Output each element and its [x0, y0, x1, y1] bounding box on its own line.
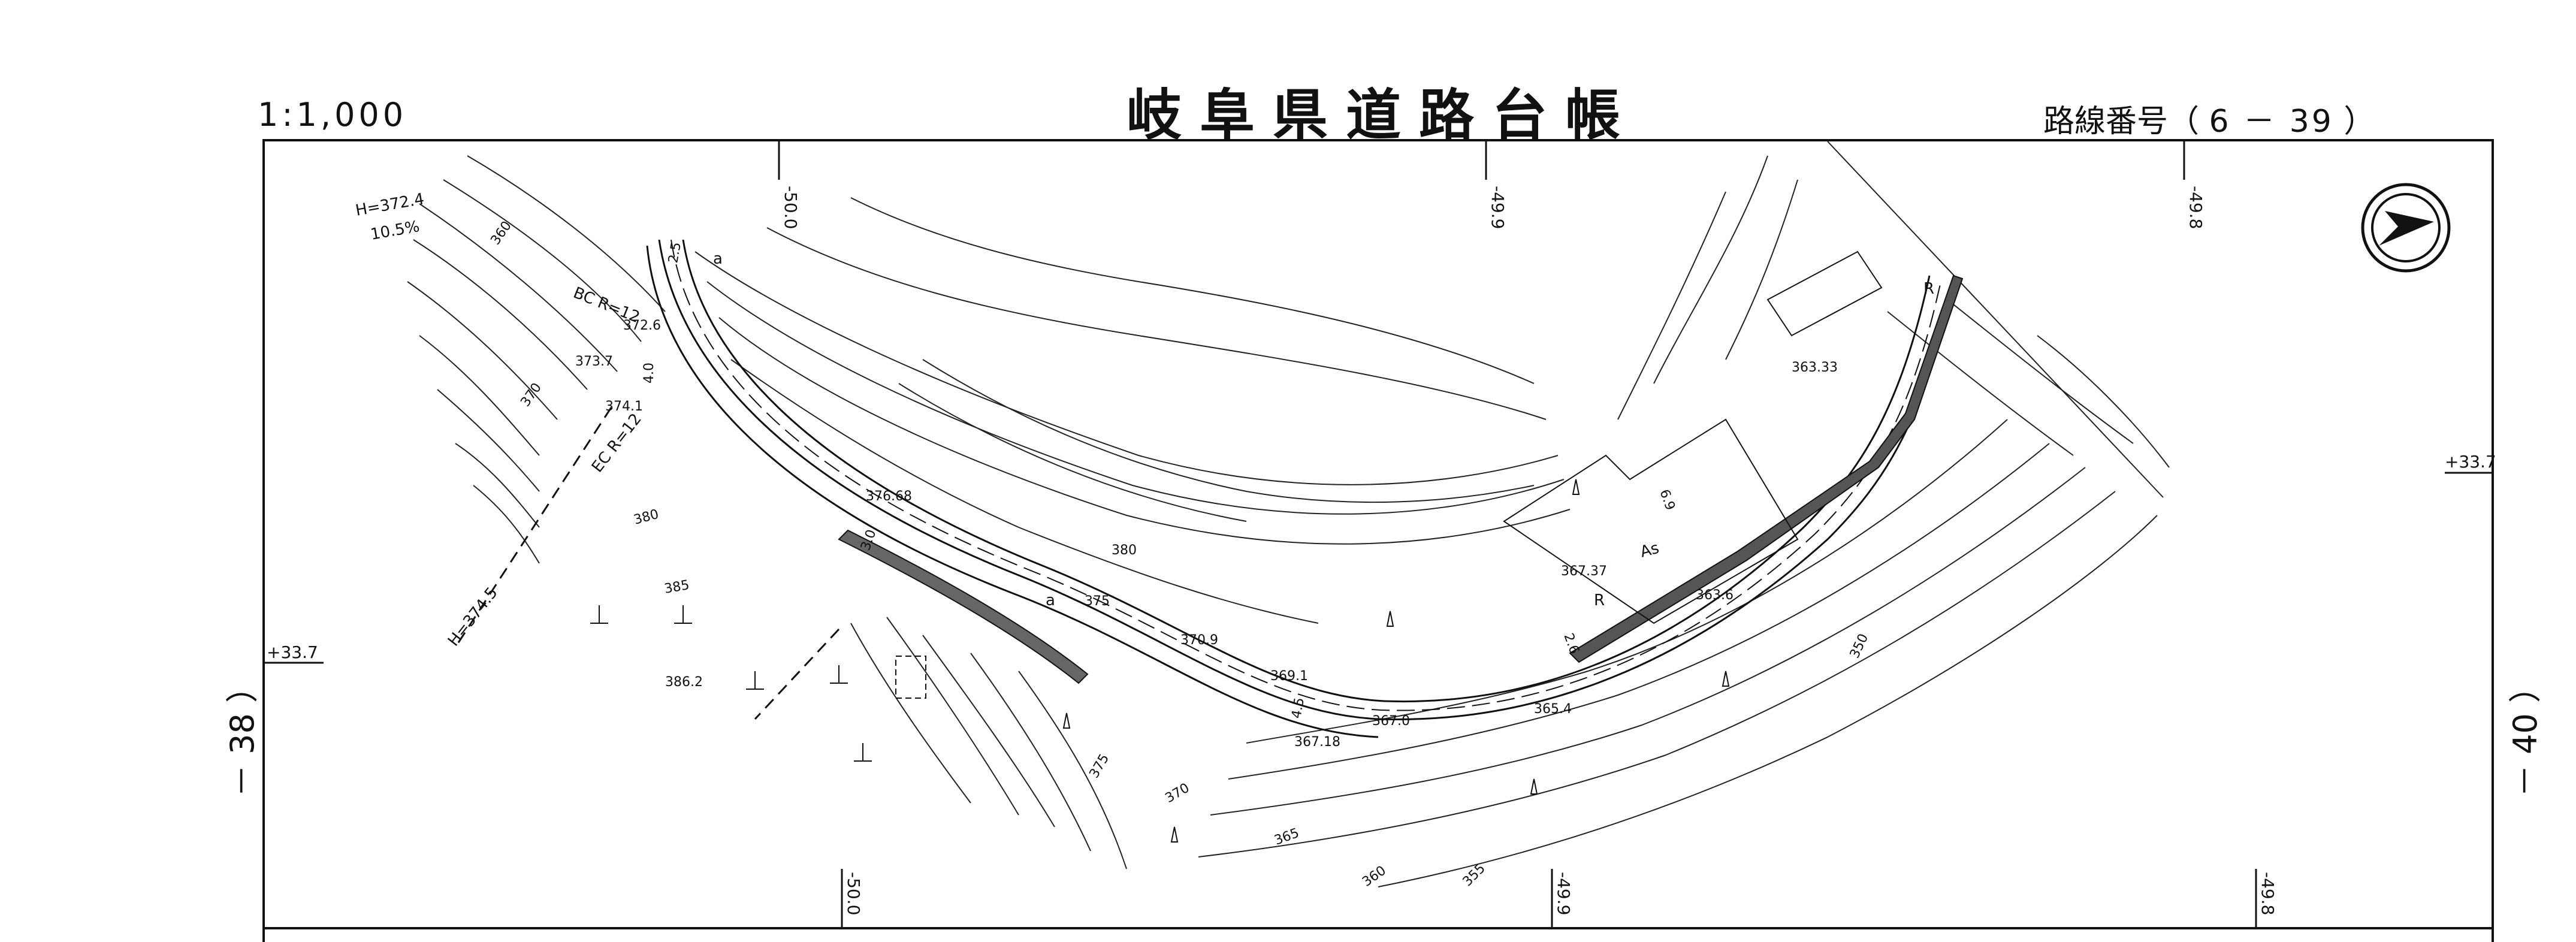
elevation-label: 369.1: [1270, 669, 1308, 684]
road-mark-r-2: R: [1923, 280, 1934, 298]
contour-label: 375: [1085, 594, 1110, 609]
contour-label: 370: [518, 381, 545, 410]
grid-label-top-1: -50.0: [781, 186, 801, 229]
grid-label-top-3: -49.8: [2186, 186, 2206, 229]
map-scale: 1:1,000: [258, 96, 407, 134]
contour-label: 380: [1112, 543, 1137, 558]
road-centerline: [671, 239, 1942, 711]
elevation-label: 363.6: [1696, 588, 1734, 603]
road-width-f: 4.5: [1289, 696, 1307, 720]
contour-lines-hill: [694, 197, 1571, 624]
height-label-lower: H=374.5: [445, 584, 502, 650]
elevation-label: 386.2: [665, 675, 703, 690]
road-mark-a: a: [713, 250, 723, 268]
elevation-label: 367.18: [1294, 735, 1340, 750]
grid-label-bottom-2: -49.9: [1554, 872, 1574, 915]
height-label-upper: H=372.4: [354, 190, 425, 220]
road-mark-r: R: [1594, 591, 1605, 609]
elevation-label: 373.7: [575, 354, 613, 369]
escarpment-lines: [1617, 141, 2164, 498]
route-close: ）: [2344, 104, 2375, 140]
grid-label-left: +33.7: [267, 642, 318, 662]
road-corridor: [646, 239, 1955, 738]
retaining-wall-right: [1569, 274, 1964, 663]
retaining-wall-left: [838, 529, 1089, 684]
elevation-label: 372.6: [623, 318, 661, 333]
pavement-label: As: [1638, 539, 1661, 561]
grid-ticks: [264, 140, 2493, 928]
elevation-label: 367.0: [1372, 714, 1410, 729]
vegetation-marks: [590, 479, 1730, 843]
building-outlines: [895, 250, 1883, 699]
route-number-value: 6 － 39: [2209, 104, 2334, 140]
contour-label: 370: [1163, 781, 1192, 807]
route-label: 路線番号（: [2043, 104, 2200, 140]
contour-label: 375: [1087, 751, 1113, 781]
grid-label-bottom-3: -49.8: [2258, 872, 2278, 915]
contour-label: 365: [1273, 826, 1301, 849]
boundary-lines: [454, 407, 840, 720]
contour-label: 355: [1460, 861, 1488, 889]
ec-curve-label: EC R=12: [588, 410, 645, 476]
elevation-label: 376.68: [866, 489, 912, 504]
road-width-d: 6.9: [1656, 488, 1677, 512]
contour-label: 385: [663, 578, 691, 597]
contour-lines-upper: [407, 155, 666, 564]
elevation-label: 374.1: [605, 399, 643, 414]
elevation-label: 365.4: [1534, 702, 1572, 717]
map-frame: [262, 139, 2494, 929]
north-arrow-icon: [2361, 183, 2451, 273]
grid-label-bottom-1: -50.0: [844, 872, 863, 915]
elevation-label: 367.37: [1561, 564, 1607, 579]
grade-label: 10.5%: [369, 218, 421, 244]
page-title: 岐阜県道路台帳: [1127, 83, 1639, 147]
route-number: 路線番号（ 6 － 39 ）: [2043, 96, 2375, 141]
elevation-label: 370.9: [1180, 633, 1218, 648]
contour-label: 360: [488, 219, 515, 248]
elevation-label: 363.33: [1792, 360, 1838, 375]
grid-label-top-2: -49.9: [1488, 186, 1508, 229]
contour-lines-lower: [850, 299, 2170, 887]
road-width-b: 2.5: [666, 241, 684, 264]
grid-label-right: +33.7: [2445, 452, 2496, 472]
contour-label: 380: [632, 507, 660, 528]
road-width-a: 4.0: [642, 363, 657, 384]
road-mark-a-2: a: [1046, 591, 1055, 609]
contour-label: 350: [1847, 632, 1871, 661]
